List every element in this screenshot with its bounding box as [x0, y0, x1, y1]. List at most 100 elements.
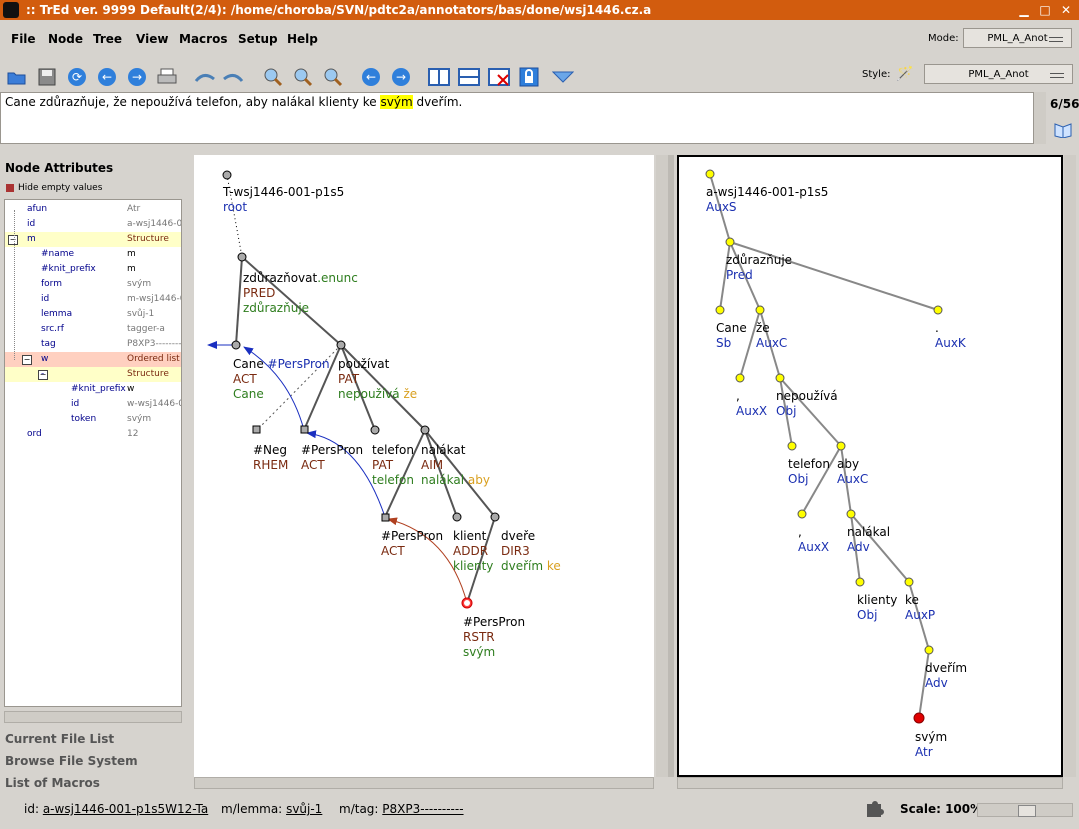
lock-icon[interactable]: [518, 66, 540, 88]
selected-tree-node[interactable]: [913, 712, 925, 724]
zoom-out-icon[interactable]: [292, 66, 314, 88]
a-node-group[interactable]: [705, 169, 943, 724]
menu-file[interactable]: File: [11, 32, 36, 46]
tree-node[interactable]: [775, 373, 785, 383]
tree-node[interactable]: [933, 305, 943, 315]
sentence-scrollbar[interactable]: [1034, 92, 1046, 144]
tree-node[interactable]: [735, 373, 745, 383]
menu-tree[interactable]: Tree: [93, 32, 123, 46]
analytical-tree-view[interactable]: a-wsj1446-001-p1s5 AuxS zdůrazňuje Pred …: [677, 155, 1063, 777]
tree-node[interactable]: [237, 252, 247, 262]
browse-file-system-link[interactable]: Browse File System: [5, 754, 138, 768]
tree-node[interactable]: [336, 340, 346, 350]
tree-node[interactable]: [231, 340, 241, 350]
menu-node[interactable]: Node: [48, 32, 84, 46]
current-file-list-link[interactable]: Current File List: [5, 732, 115, 746]
tree-node[interactable]: [222, 170, 232, 180]
view-splitter[interactable]: [668, 155, 674, 777]
style-select[interactable]: PML_A_Anot: [924, 64, 1073, 84]
minimize-icon[interactable]: ▁: [1019, 3, 1029, 17]
hide-empty-checkbox[interactable]: Hide empty values: [6, 183, 102, 193]
tree-node[interactable]: [787, 441, 797, 451]
print-icon[interactable]: [156, 66, 178, 88]
tree-node[interactable]: [490, 512, 500, 522]
puzzle-icon[interactable]: [864, 798, 884, 818]
attribute-row[interactable]: ida-wsj1446-001-p1s5W12: [5, 217, 181, 232]
tree-node[interactable]: [715, 305, 725, 315]
tree-node[interactable]: [420, 425, 430, 435]
a-tree-vscrollbar[interactable]: [1064, 155, 1076, 777]
collapse-icon[interactable]: −: [38, 370, 48, 380]
next-file-icon[interactable]: →: [126, 66, 148, 88]
tree-node[interactable]: [797, 509, 807, 519]
prev-file-icon[interactable]: ←: [96, 66, 118, 88]
a-tree-canvas[interactable]: a-wsj1446-001-p1s5 AuxS zdůrazňuje Pred …: [679, 157, 1061, 775]
menu-view[interactable]: View: [136, 32, 169, 46]
layout-columns-icon[interactable]: [428, 66, 450, 88]
close-view-icon[interactable]: [488, 66, 510, 88]
zoom-in-icon[interactable]: [262, 66, 284, 88]
list-of-macros-link[interactable]: List of Macros: [5, 776, 100, 790]
zoom-fit-icon[interactable]: [322, 66, 344, 88]
menu-setup[interactable]: Setup: [238, 32, 278, 46]
attribute-row[interactable]: −-Structure: [5, 367, 181, 382]
a-tree-hscrollbar[interactable]: [677, 777, 1063, 789]
layout-rows-icon[interactable]: [458, 66, 480, 88]
t-tree-canvas[interactable]: T-wsj1446-001-p1s5 root zdůrazňovat.enun…: [194, 155, 654, 777]
tectogrammatical-tree-view[interactable]: T-wsj1446-001-p1s5 root zdůrazňovat.enun…: [194, 155, 654, 777]
attribute-row[interactable]: idm-wsj1446-001-p1s5W12: [5, 292, 181, 307]
save-icon[interactable]: [36, 66, 58, 88]
node-label: PAT: [338, 372, 360, 386]
book-icon[interactable]: [1053, 120, 1073, 138]
menu-help[interactable]: Help: [287, 32, 318, 46]
attribute-table[interactable]: afunAtrida-wsj1446-001-p1s5W12−mStructur…: [4, 199, 182, 707]
prev-tree-icon[interactable]: ←: [360, 66, 382, 88]
maximize-icon[interactable]: □: [1039, 3, 1051, 17]
undo-icon[interactable]: [194, 66, 216, 88]
tree-node[interactable]: [452, 512, 462, 522]
tree-node[interactable]: [846, 509, 856, 519]
open-icon[interactable]: [6, 66, 28, 88]
tree-node[interactable]: [924, 645, 934, 655]
filter-icon[interactable]: [552, 66, 574, 88]
tree-node[interactable]: [904, 577, 914, 587]
collapse-icon[interactable]: −: [8, 235, 18, 245]
sentence-highlight[interactable]: svým: [380, 95, 413, 109]
attribute-hscrollbar[interactable]: [4, 711, 182, 723]
collapse-icon[interactable]: −: [22, 355, 32, 365]
t-tree-hscrollbar[interactable]: [194, 777, 654, 789]
next-tree-icon[interactable]: →: [390, 66, 412, 88]
tree-node[interactable]: [836, 441, 846, 451]
menu-macros[interactable]: Macros: [179, 32, 228, 46]
node-label: T-wsj1446-001-p1s5: [222, 185, 344, 199]
tree-node[interactable]: [855, 577, 865, 587]
tree-node[interactable]: [381, 513, 390, 522]
tree-node[interactable]: [300, 425, 309, 434]
close-window-icon[interactable]: ✕: [1060, 3, 1072, 17]
tree-node[interactable]: [705, 169, 715, 179]
redo-icon[interactable]: [222, 66, 244, 88]
scale-slider[interactable]: [977, 803, 1073, 817]
attribute-row[interactable]: idw-wsj1446-001-p1s5W12: [5, 397, 181, 412]
t-tree-vscrollbar[interactable]: [656, 155, 668, 777]
scale-slider-thumb[interactable]: [1018, 805, 1036, 817]
mode-select[interactable]: PML_A_Anot: [963, 28, 1072, 48]
tree-node[interactable]: [755, 305, 765, 315]
tree-node[interactable]: [725, 237, 735, 247]
wand-icon[interactable]: 🪄: [896, 66, 914, 82]
tree-node[interactable]: [252, 425, 261, 434]
reload-icon[interactable]: ⟳: [66, 66, 88, 88]
tree-node[interactable]: [370, 425, 380, 435]
